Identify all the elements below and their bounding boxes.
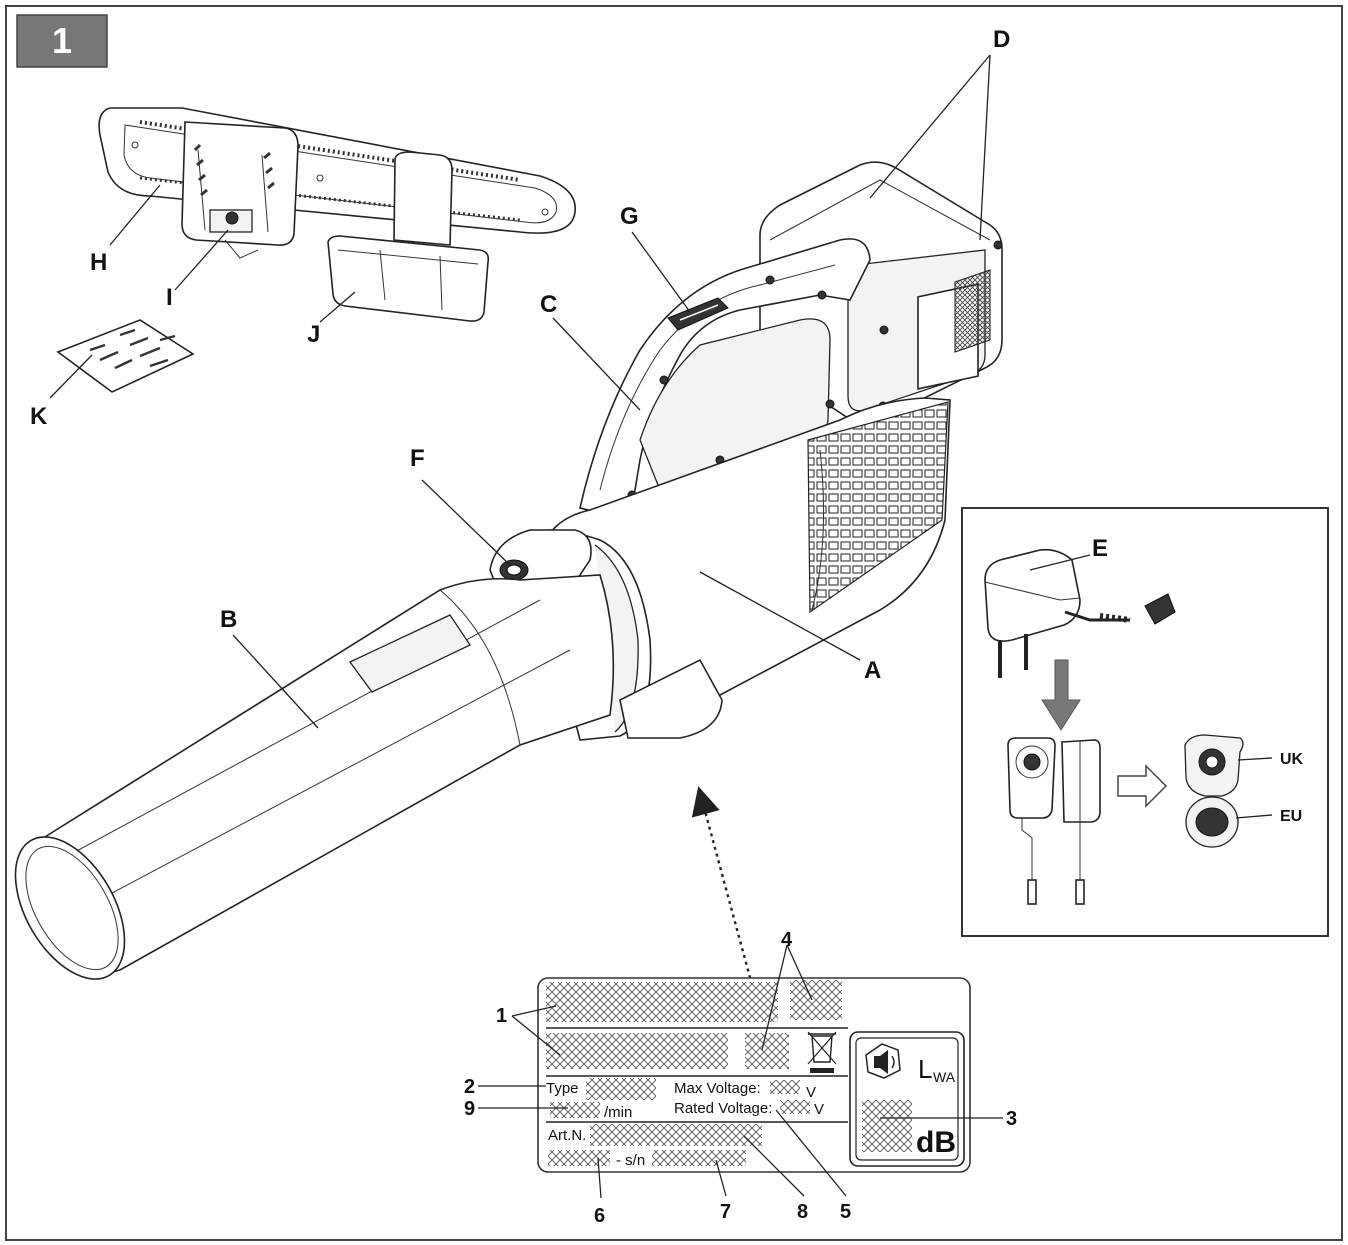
label-e: E [1092, 535, 1108, 562]
part-labels: D G C F B A H I J K [30, 26, 1010, 684]
callout-4: 4 [781, 929, 793, 951]
callout-2: 2 [464, 1076, 475, 1098]
rating-plate-pointer [691, 786, 754, 986]
plate-leader-lines [478, 944, 1003, 1199]
plate-voltage-unit-2: V [814, 1101, 824, 1118]
plate-rated-voltage-label: Rated Voltage: [674, 1100, 772, 1117]
plate-callouts: 1 2 3 4 5 6 7 8 9 [464, 929, 1017, 1227]
plate-lwa-sub: WA [933, 1069, 956, 1085]
callout-9: 9 [464, 1098, 475, 1120]
label-i: I [166, 284, 173, 311]
charger-inset: E UK EU [961, 507, 1329, 937]
sound-power-icon [865, 1043, 901, 1079]
label-d: D [993, 26, 1010, 53]
callout-5: 5 [840, 1201, 851, 1223]
plate-type-label: Type [546, 1080, 579, 1097]
figure-border [5, 5, 1343, 1241]
plate-db-label: dB [916, 1126, 956, 1159]
rating-plate: Type Max Voltage: V /min Rated Voltage: … [537, 977, 971, 1173]
label-uk: UK [1280, 751, 1304, 768]
plate-rpm-unit: /min [604, 1104, 632, 1121]
label-a: A [864, 657, 881, 684]
label-g: G [620, 203, 639, 230]
label-f: F [410, 445, 425, 472]
plate-art-label: Art.N. [548, 1127, 586, 1144]
weee-bin-icon [807, 1031, 837, 1073]
plate-lwa-label: L [918, 1054, 932, 1084]
label-eu: EU [1280, 808, 1302, 825]
plate-sn-label: - s/n [616, 1152, 645, 1169]
callout-8: 8 [797, 1201, 808, 1223]
callout-6: 6 [594, 1205, 605, 1227]
figure-number: 1 [52, 20, 72, 61]
part-leader-lines [49, 54, 991, 729]
figure-number-badge: 1 [16, 14, 108, 68]
screw-pack-drawing [56, 319, 195, 393]
plate-voltage-unit-1: V [806, 1084, 816, 1101]
blower-drawing [14, 161, 1003, 980]
plate-max-voltage-label: Max Voltage: [674, 1080, 761, 1097]
callout-1: 1 [496, 1005, 507, 1027]
callout-7: 7 [720, 1201, 731, 1223]
label-c: C [540, 291, 557, 318]
label-h: H [90, 249, 107, 276]
callout-3: 3 [1006, 1108, 1017, 1130]
label-b: B [220, 606, 237, 633]
label-k: K [30, 403, 48, 430]
wall-bracket-drawing [98, 107, 576, 322]
label-j: J [307, 321, 320, 348]
